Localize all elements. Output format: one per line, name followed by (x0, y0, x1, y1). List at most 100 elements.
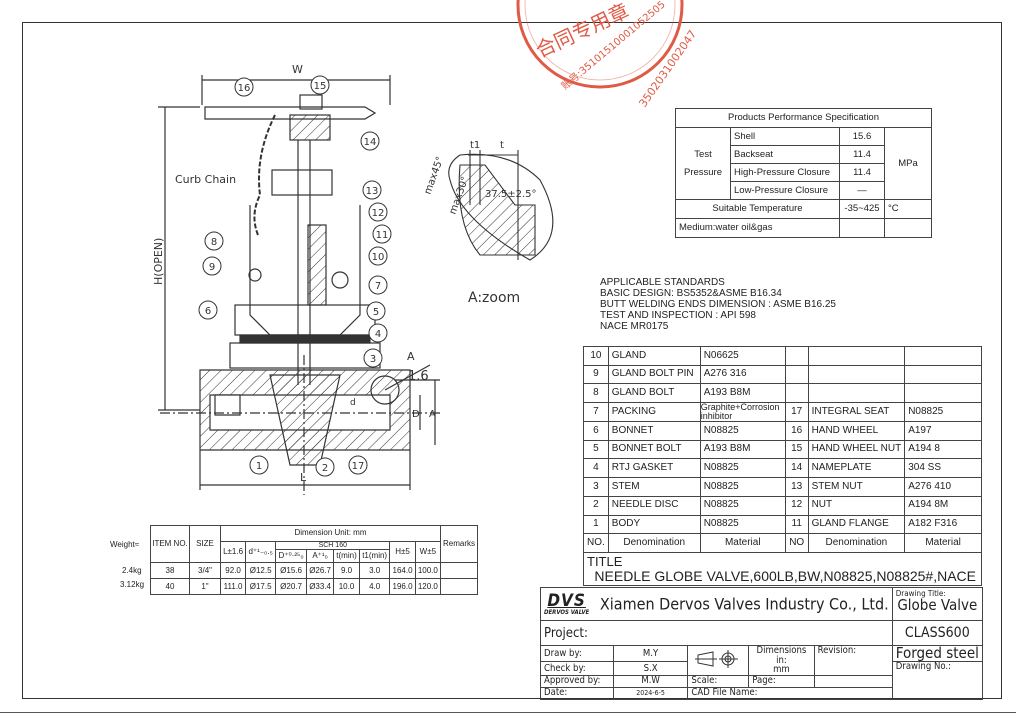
part-material: A193 B8M (699, 383, 786, 404)
balloon-11: 11 (372, 224, 392, 244)
dimension-value: 10.0 (333, 578, 360, 596)
dim-w-label: W (292, 63, 303, 76)
size: 3/4" (189, 562, 221, 580)
valve-title: NEEDLE GLOBE VALVE,600LB,BW,N08825,N0882… (594, 567, 976, 584)
zoom-angle-label: 37.5±2.5° (485, 189, 537, 200)
size: 1" (189, 578, 221, 596)
part-no2: 12 (784, 495, 809, 516)
part-material2: N08825 (904, 402, 982, 423)
page-label: Page: (748, 674, 815, 688)
draw-by-label: Draw by: (540, 645, 614, 662)
scale-label: Scale: (687, 674, 750, 688)
header-material2: Material (904, 533, 982, 554)
dimensions-in: Dimensions in:mm (748, 645, 815, 676)
part-name: RTJ GASKET (607, 458, 701, 479)
remarks-header: Remarks (440, 524, 478, 564)
spec-row-name: Low-Pressure Closure (730, 181, 840, 200)
svg-text:15: 15 (314, 81, 327, 92)
project-label: Project: (540, 620, 893, 646)
drawing-material: Forged steel (891, 645, 983, 662)
zoom-t1-label: t1 (470, 140, 480, 151)
part-material2 (904, 383, 982, 404)
spec-row-value: 11.4 (839, 145, 885, 164)
dimension-table: ITEM NO. SIZE Dimension Unit: mm Remarks… (150, 524, 478, 596)
balloon-14: 14 (360, 131, 380, 151)
part-name: GLAND BOLT PIN (607, 364, 701, 385)
temperature-value: -35~425 (839, 199, 885, 219)
title-cell: TITLE NEEDLE GLOBE VALVE,600LB,BW,N08825… (583, 552, 982, 587)
item-no-header: ITEM NO. (150, 524, 190, 564)
item-no: 38 (150, 562, 190, 580)
part-name2: NUT (807, 495, 906, 516)
header-no2: NO (784, 533, 809, 554)
balloon-1: 1 (249, 455, 269, 475)
header-material: Material (699, 533, 786, 554)
part-no2: 16 (784, 421, 809, 441)
zoom-t-label: t (500, 140, 504, 151)
part-material2: A194 8 (904, 439, 982, 460)
part-material2: A182 F316 (904, 514, 982, 535)
svg-text:17: 17 (352, 461, 365, 472)
part-no: 2 (583, 495, 609, 516)
drawing-frame (22, 22, 1002, 699)
part-name2: INTEGRAL SEAT (807, 402, 906, 423)
part-material2: A194 8M (904, 495, 982, 516)
date-value: 2024-6-5 (612, 686, 689, 700)
balloon-6: 6 (198, 300, 218, 320)
part-name: GLAND (607, 346, 701, 366)
section-a-mark: A (407, 350, 415, 363)
balloon-10: 10 (368, 246, 388, 266)
part-name: GLAND BOLT (607, 383, 701, 404)
part-material: N08825 (699, 477, 786, 497)
projection-symbol-icon (687, 645, 750, 676)
cad-file-label: CAD File Name: (687, 686, 893, 700)
part-material: N08825 (699, 514, 786, 535)
applicable-standards: APPLICABLE STANDARDS BASIC DESIGN: BS535… (600, 277, 836, 332)
zoom-caption: A:zoom (468, 290, 520, 306)
dimension-value: Ø33.4 (305, 578, 335, 596)
balloon-8: 8 (204, 231, 224, 251)
spec-title: Products Performance Specification (675, 108, 932, 128)
svg-text:4: 4 (375, 329, 381, 340)
part-material: N08825 (699, 421, 786, 441)
part-name: BONNET (607, 421, 701, 441)
svg-text:3502031002047: 3502031002047 (636, 28, 695, 110)
part-name2: HAND WHEEL NUT (807, 439, 906, 460)
dim-l-label: L (300, 471, 307, 484)
weight-value: 2.4kg (122, 566, 142, 575)
part-no: 10 (583, 346, 609, 366)
part-material: N08825 (699, 495, 786, 516)
part-material: N08825 (699, 458, 786, 479)
part-name2: NAMEPLATE (807, 458, 906, 479)
balloon-17: 17 (348, 455, 368, 475)
approved-by-label: Approved by: (540, 674, 614, 688)
drawing-title-label: Drawing Title: (895, 589, 946, 598)
part-material: N06625 (699, 346, 786, 366)
part-no2 (784, 383, 809, 404)
part-no: 8 (583, 383, 609, 404)
dimension-value: 164.0 (389, 562, 416, 580)
part-no: 6 (583, 421, 609, 441)
part-name2 (807, 364, 906, 385)
valve-section-drawing: W H(OPEN) Curb Chain L D A A 1.6 d 1 2 3… (152, 63, 554, 495)
balloon-12: 12 (368, 202, 388, 222)
part-no: 4 (583, 458, 609, 479)
standards-heading: APPLICABLE STANDARDS (600, 277, 725, 288)
part-name2 (807, 346, 906, 366)
standard-line: BUTT WELDING ENDS DIMENSION : ASME B16.2… (600, 299, 836, 310)
draw-by-value: M.Y (612, 645, 689, 662)
part-no2: 15 (784, 439, 809, 460)
spec-row-value: 11.4 (839, 163, 885, 182)
medium-label: Medium:water oil&gas (675, 218, 840, 238)
part-name: BONNET BOLT (607, 439, 701, 460)
company-name: Xiamen Dervos Valves Industry Co., Ltd. (599, 594, 889, 613)
dim-a-label: A (429, 409, 436, 420)
col-header: W±5 (414, 540, 442, 564)
spec-row-name: Shell (730, 127, 840, 146)
